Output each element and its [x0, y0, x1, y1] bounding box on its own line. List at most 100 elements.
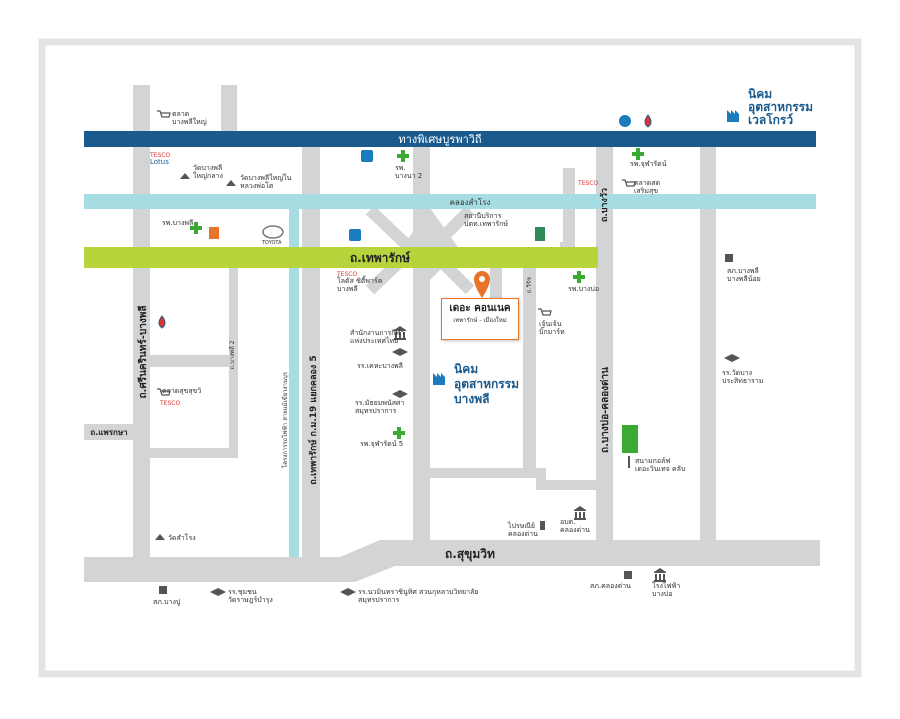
seven-eleven-icon: [535, 227, 545, 241]
market-bangphliyai-label: ตลาดบางพลีใหญ่: [172, 110, 207, 126]
mailbox-icon: [540, 521, 545, 530]
golf-flag-icon: [628, 456, 630, 468]
cart-icon: [622, 179, 636, 187]
hospital-icon: [397, 150, 409, 162]
hosp-bangphli-label: รพ.บางพลี: [162, 219, 193, 227]
police-icons: [159, 254, 733, 594]
school-icon: [340, 588, 356, 596]
expressway-label: ทางพิเศษบูรพาวิถี: [398, 133, 481, 146]
government-icon: [574, 506, 586, 520]
thepharak-label: ถ.เทพารักษ์: [350, 251, 410, 265]
school-icon: [724, 354, 740, 362]
label-line: คลองด่าน: [508, 530, 538, 538]
label-line: หลวงพ่อโต: [240, 181, 274, 190]
hosp-jularat5-label: รพ.จุฬารัตน์ 5: [360, 440, 403, 448]
police-icon: [725, 254, 733, 262]
label-line: บางพลีน้อย: [727, 275, 761, 283]
hospital-icon: [190, 222, 202, 234]
label-line: แห่งประเทศไทย: [350, 336, 398, 345]
school-icon: [392, 390, 408, 398]
label-line: เสริมสุข: [634, 187, 658, 195]
school-wat-prakhet-label: รร.วัดบางประสิทธาราม: [722, 369, 763, 385]
government-icon: [654, 568, 666, 582]
canal-vertical: [289, 209, 299, 557]
sukhumvit-label: ถ.สุขุมวิท: [445, 547, 495, 562]
university-label: รร.นวมินทราชินูทิศ สวนกุหลาบวิทยาลัยสมุท…: [358, 588, 478, 604]
thepharak-road-bar: [84, 247, 598, 268]
welgrow-line2: อุตสาหกรรม: [748, 100, 813, 115]
school-kheha-label: รร.เคหะบางพลี: [357, 362, 403, 370]
label-line: ใหญ่กลาง: [193, 171, 223, 180]
expressway-bar: [84, 131, 816, 147]
hosp-bangna2-label: รพ.บางนา 2: [395, 164, 422, 180]
label-line: เดอะวินเทจ คลับ: [635, 465, 685, 473]
cart-icon: [157, 110, 171, 118]
government-icon: [394, 326, 406, 340]
label-line: วัดราษฎร์บำรุง: [228, 596, 273, 604]
bangchak-icon: [349, 229, 361, 241]
canal-label: คลองสำโรง: [450, 197, 491, 207]
fuel-drop-icon: [644, 114, 652, 128]
map-frame: [38, 38, 862, 678]
hospital-icon: [393, 427, 405, 439]
bangpla-label: ถ.บางพลี 2: [228, 340, 236, 369]
km19-label: ถ.เทพารักษ์ ก.ม.19 แยกคลอง 5: [307, 355, 319, 484]
school-icons: [210, 348, 740, 596]
hosp-chularat-label: รพ.จุฬารัตน์: [630, 160, 667, 168]
police-icon: [624, 571, 632, 579]
market-serm-label: ตลาดสดเสริมสุข: [634, 179, 660, 195]
market-sukh-label: ตลาดสุขสุขวิ: [162, 387, 201, 395]
welgrow-line3: เวลโกรว์: [748, 112, 793, 127]
ptt-station-label: สถานีบริการปตท.เทพารักษ์: [464, 212, 508, 228]
bangphli-line2: อุตสาหกรรม: [454, 377, 519, 392]
label-line: บิ๊กมาร์ท: [539, 326, 565, 336]
police-khlongdan-label: สภ.คลองด่าน: [590, 582, 631, 590]
ptt-icon: [619, 115, 631, 127]
lotus-top-left: Lotus: [150, 158, 169, 166]
label-line: ประสิทธาราม: [722, 377, 763, 385]
banwai-label: ถ.บางวัว: [599, 188, 610, 222]
project-subtitle: เทพารักษ์ - เมืองใหม่: [453, 317, 507, 324]
electric-label: โรงไฟฟ้าบางบ่อ: [652, 581, 680, 598]
government-icons: [394, 326, 666, 582]
school-phanat-label: รร.มัธยมพนัสศาสมุทรปราการ: [355, 399, 404, 415]
tesco-left: TESCO: [159, 400, 180, 407]
office-dlt-label: สำนักงานการกีฬาแห่งประเทศไทย: [350, 329, 404, 345]
school-chumchon-label: รร.ชุมชนวัดราษฎร์บำรุง: [228, 588, 273, 604]
school-icon: [392, 348, 408, 356]
toyota-label: TOYOTA: [261, 240, 282, 246]
hosp-bangbo-label: รพ.บางบ่อ: [568, 285, 599, 293]
wat-bangphli-nai-label: วัดบางพลีใหญ่ในหลวงพ่อโต: [240, 173, 292, 190]
post-office-label: ไปรษณีย์คลองด่าน: [507, 521, 538, 538]
canal-samrong: [84, 194, 816, 209]
tesco-top-left: TESCO: [149, 152, 170, 159]
toyota-logo-icon: [262, 225, 284, 239]
tesco-top-right: TESCO: [577, 180, 598, 187]
project-pin-icon: [474, 271, 490, 298]
wat-bangphli-klang-label: วัดบางพลีใหญ่กลาง: [193, 164, 223, 180]
market-icons: [157, 110, 636, 396]
label-line: คลองด่าน: [560, 526, 590, 534]
label-line: บางนา 2: [395, 172, 422, 180]
district-khlongdan-label: อบต.คลองด่าน: [560, 518, 590, 534]
cart-icon: [538, 308, 552, 316]
hospital-icon: [632, 148, 644, 160]
cart-icon: [157, 388, 171, 396]
bangchak-icon: [361, 150, 373, 162]
temple-icon: [155, 534, 165, 540]
welgrow-line1: นิคม: [748, 87, 772, 101]
factory-icon: [433, 110, 739, 385]
golf-label: สนามกอล์ฟเดอะวินเทจ คลับ: [635, 457, 685, 473]
bangbo-khlongdan-label: ถ.บางบ่อ-คลองด่าน: [599, 367, 611, 453]
fuel-drop-icon: [158, 315, 166, 329]
hospital-icon: [573, 271, 585, 283]
project-name: เดอะ คอนเนค: [449, 303, 511, 314]
police-icon: [159, 586, 167, 594]
temple-icon: [226, 180, 236, 186]
police-bangpla-label: สภ.บางพลีบางพลีน้อย: [727, 267, 761, 283]
shop-icon: [209, 227, 219, 239]
school-icon: [210, 588, 226, 596]
project-callout[interactable]: เดอะ คอนเนค เทพารักษ์ - เมืองใหม่: [441, 298, 519, 340]
wirat-label: ถ.วิรัช: [526, 277, 533, 293]
